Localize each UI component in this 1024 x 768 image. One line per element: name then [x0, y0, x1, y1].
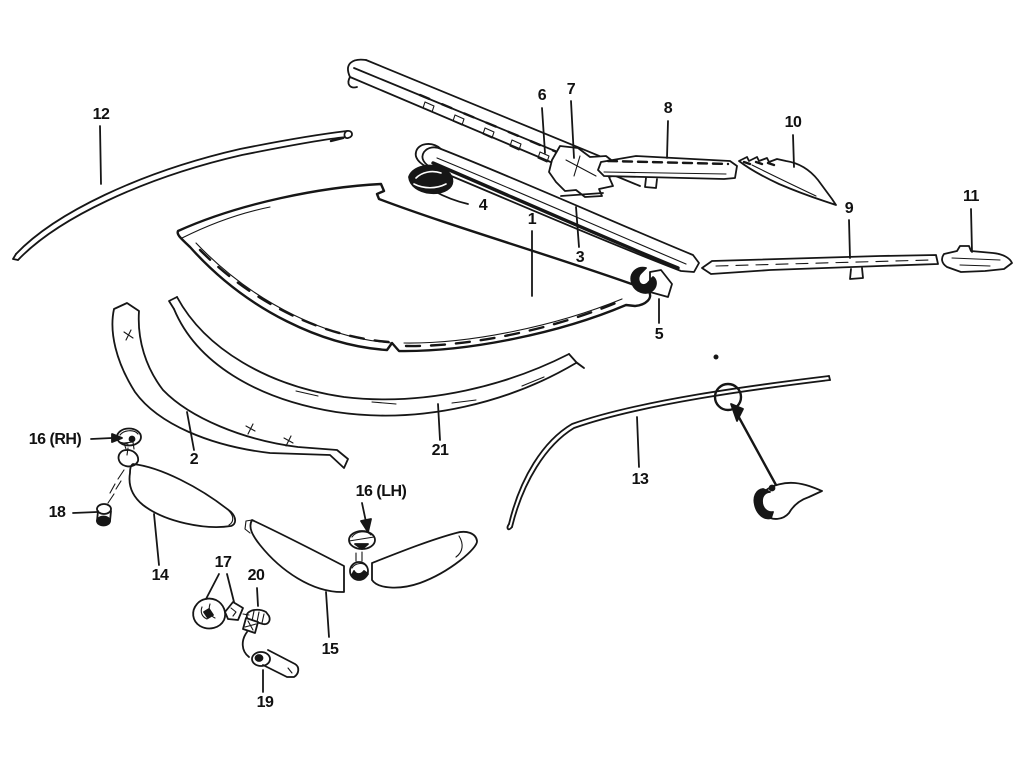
callout-4: 4 — [478, 197, 488, 214]
part-13-clip-detail — [753, 481, 823, 520]
part-7-header-bracket — [548, 145, 619, 198]
part-11-rail-end-bracket — [941, 245, 1013, 273]
magnifier-circle — [713, 382, 778, 487]
callout-3: 3 — [575, 249, 585, 266]
part-18-visor-screw — [96, 480, 122, 527]
callout-7: 7 — [566, 81, 576, 98]
part-4-roof-bracket — [408, 164, 454, 195]
part-21-headlining — [168, 296, 585, 417]
part-15-sun-visor-lh — [244, 519, 478, 593]
ink-speck — [713, 354, 719, 360]
callout-20: 20 — [247, 567, 265, 584]
part-14-sun-visor-rh — [109, 441, 237, 528]
callout-12: 12 — [92, 106, 110, 123]
part-9-side-rail-rear — [701, 254, 939, 280]
callout-leader-lines — [72, 100, 973, 693]
callout-18: 18 — [48, 504, 66, 521]
callout-6: 6 — [537, 87, 547, 104]
callout-21: 21 — [431, 442, 449, 459]
part-12-windshield-molding — [12, 130, 353, 261]
callout-8: 8 — [663, 100, 673, 117]
callout-9: 9 — [844, 200, 854, 217]
part-16rh-visor-clip — [116, 427, 142, 456]
callout-19: 19 — [256, 694, 274, 711]
part-1-roof-panel — [176, 182, 652, 353]
part-13-drip-molding — [506, 375, 831, 531]
callout-16-rh: 16 (RH) — [28, 431, 82, 448]
callout-5: 5 — [654, 326, 664, 343]
callout-14: 14 — [151, 567, 169, 584]
callout-1: 1 — [527, 211, 537, 228]
callout-11: 11 — [963, 188, 979, 205]
part-5-hook-clip — [630, 266, 673, 298]
part-16lh-visor-clip — [348, 530, 376, 550]
callout-17: 17 — [214, 554, 232, 571]
callout-10: 10 — [784, 114, 802, 131]
part-19-visor-holder — [241, 617, 300, 678]
callout-2: 2 — [189, 451, 199, 468]
part-8-side-rail-front — [597, 155, 738, 189]
callout-16-lh: 16 (LH) — [355, 483, 407, 500]
part-3-front-inner-rail — [414, 143, 700, 273]
callout-13: 13 — [631, 471, 649, 488]
part-17-visor-bracket — [192, 597, 244, 630]
callout-15: 15 — [321, 641, 339, 658]
part-10-rail-gusset — [738, 156, 837, 206]
part-2-roof-front-molding — [111, 302, 349, 469]
